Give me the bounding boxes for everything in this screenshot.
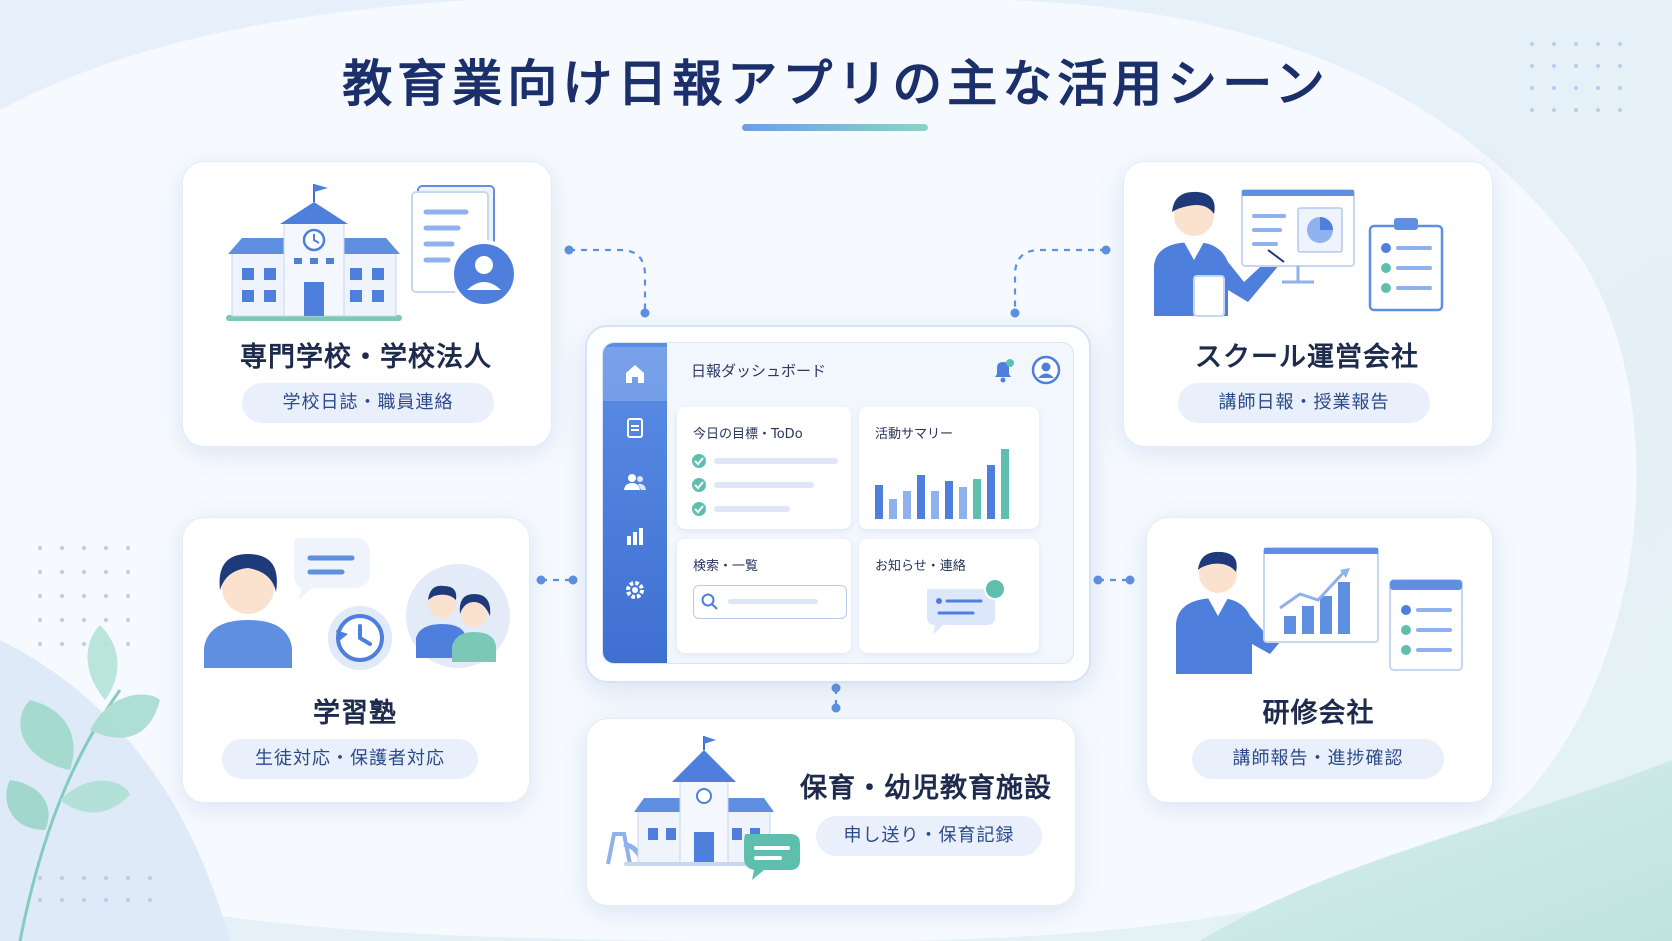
document-icon xyxy=(627,418,643,438)
panel-search[interactable]: 検索・一覧 xyxy=(677,539,851,653)
title-underline xyxy=(742,124,928,131)
sidebar-item-settings[interactable] xyxy=(603,563,667,617)
tag-childcare-facility: 申し送り・保育記録 xyxy=(816,816,1042,856)
card-title-childcare-facility: 保育・幼児教育施設 xyxy=(800,773,1052,804)
tag-cram-school: 生徒対応・保護者対応 xyxy=(222,739,478,779)
panel-label-todo: 今日の目標・ToDo xyxy=(693,427,803,442)
gear-icon xyxy=(626,581,644,599)
card-title-school-operator: スクール運営会社 xyxy=(1195,342,1419,373)
sidebar-item-home[interactable] xyxy=(603,347,667,401)
dashboard-sidebar xyxy=(603,343,667,663)
leaf-decoration xyxy=(6,625,160,941)
bell-icon[interactable] xyxy=(989,357,1017,385)
dashboard-header: 日報ダッシュボード xyxy=(667,343,1073,399)
school-building-icon xyxy=(226,184,518,321)
tag-vocational-school: 学校日誌・職員連絡 xyxy=(242,383,494,423)
users-icon xyxy=(624,474,646,490)
card-title-vocational-school: 専門学校・学校法人 xyxy=(240,342,492,373)
student-parent-icon xyxy=(204,538,510,670)
dashboard-title: 日報ダッシュボード xyxy=(691,362,827,380)
user-avatar-icon[interactable] xyxy=(1031,355,1061,385)
panel-label-search: 検索・一覧 xyxy=(693,559,759,574)
panel-label-summary: 活動サマリー xyxy=(875,427,954,442)
card-title-training-company: 研修会社 xyxy=(1262,698,1375,729)
search-icon xyxy=(701,593,718,610)
kindergarten-icon xyxy=(606,736,800,880)
panel-activity-summary[interactable]: 活動サマリー xyxy=(859,407,1039,529)
sidebar-item-reports[interactable] xyxy=(603,401,667,455)
activity-bar-chart xyxy=(875,449,1009,519)
checklist-icon xyxy=(692,454,838,516)
tag-school-operator: 講師日報・授業報告 xyxy=(1178,383,1430,423)
sidebar-item-analytics[interactable] xyxy=(603,509,667,563)
sidebar-item-users[interactable] xyxy=(603,455,667,509)
panel-notice[interactable]: お知らせ・連絡 xyxy=(859,539,1039,653)
tag-training-company: 講師報告・進捗確認 xyxy=(1192,739,1444,779)
trainer-chart-icon xyxy=(1176,547,1463,674)
message-icon xyxy=(927,578,1006,635)
home-icon xyxy=(626,365,644,383)
panel-label-notice: お知らせ・連絡 xyxy=(875,559,966,574)
dashboard-window: 日報ダッシュボード 今日の目標・ToDo 活動サマリー xyxy=(602,342,1074,664)
card-title-cram-school: 学習塾 xyxy=(313,698,397,729)
page-title: 教育業向け日報アプリの主な活用シーン xyxy=(342,55,1330,113)
bar-chart-icon xyxy=(627,528,643,545)
presenter-icon xyxy=(1154,189,1444,317)
panel-todo[interactable]: 今日の目標・ToDo xyxy=(677,407,851,529)
search-input[interactable] xyxy=(693,585,847,619)
